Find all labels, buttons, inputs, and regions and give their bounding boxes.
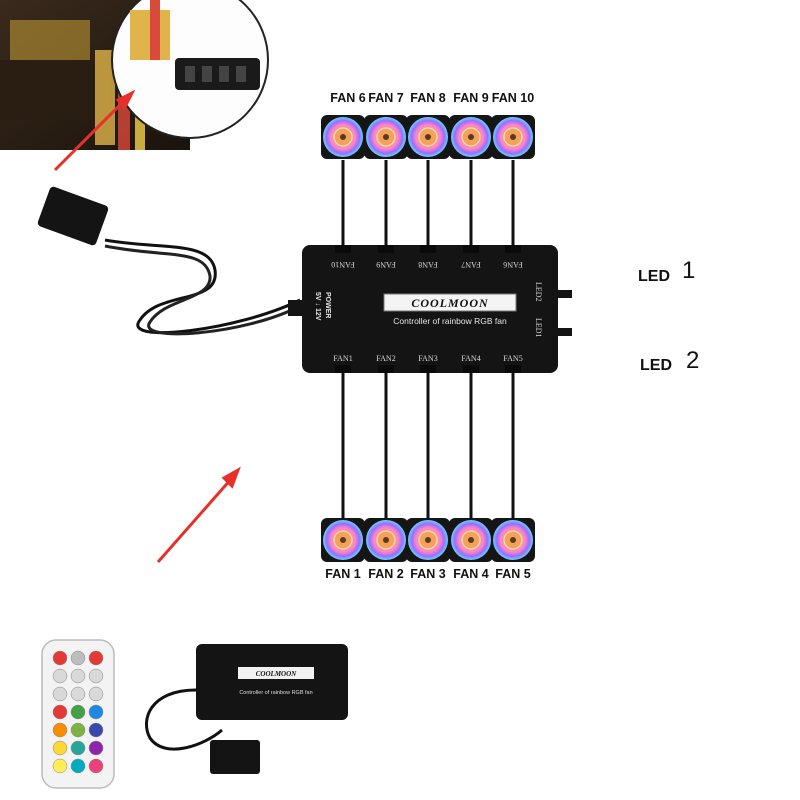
remote-button xyxy=(70,650,86,666)
remote-button xyxy=(52,650,68,666)
remote-button xyxy=(88,668,104,684)
port-label: FAN3 xyxy=(418,354,437,363)
port-led2: LED2 xyxy=(534,282,543,302)
led2-label: LED xyxy=(640,357,672,374)
led2-number: 2 xyxy=(686,347,699,374)
fans-bottom-row xyxy=(321,518,535,562)
fan-label: FAN 2 xyxy=(368,567,403,581)
rgb-fan-icon xyxy=(406,115,450,159)
fan-label: FAN 6 xyxy=(330,91,365,105)
port-label: FAN1 xyxy=(333,354,352,363)
rgb-fan-icon xyxy=(406,518,450,562)
rgb-fan-icon xyxy=(491,518,535,562)
rgb-fan-icon xyxy=(321,518,365,562)
rgb-fan-icon xyxy=(321,115,365,159)
led-strip-icon xyxy=(558,290,772,336)
mini-subtitle: Controller of rainbow RGB fan xyxy=(239,690,312,696)
fan-label: FAN 10 xyxy=(492,91,534,105)
port-label: FAN6 xyxy=(503,260,522,269)
remote-button xyxy=(70,758,86,774)
remote-button xyxy=(52,740,68,756)
port-label: FAN8 xyxy=(418,260,437,269)
remote-button xyxy=(88,758,104,774)
led1-number: 1 xyxy=(682,257,695,284)
controller-hub: COOLMOON Controller of rainbow RGB fan P… xyxy=(302,245,558,373)
red-arrow-icon xyxy=(53,89,241,563)
remote-button xyxy=(88,722,104,738)
fan-label: FAN 1 xyxy=(325,567,360,581)
port-label: FAN9 xyxy=(376,260,395,269)
remote-button xyxy=(88,686,104,702)
remote-button xyxy=(52,686,68,702)
port-label: FAN7 xyxy=(461,260,480,269)
led1-label: LED xyxy=(638,268,670,285)
port-led1: LED1 xyxy=(534,318,543,338)
port-label: FAN4 xyxy=(461,354,480,363)
rgb-fan-icon xyxy=(364,115,408,159)
fan-label: FAN 9 xyxy=(453,91,488,105)
remote-button xyxy=(70,686,86,702)
remote-button xyxy=(52,758,68,774)
fan-label: FAN 3 xyxy=(410,567,445,581)
remote-button xyxy=(70,668,86,684)
rgb-fan-icon xyxy=(449,518,493,562)
brand-label: COOLMOON xyxy=(411,296,489,310)
mini-brand-label: COOLMOON xyxy=(256,670,297,678)
port-label: FAN5 xyxy=(503,354,522,363)
remote-button xyxy=(70,722,86,738)
controller-subtitle: Controller of rainbow RGB fan xyxy=(393,316,507,326)
remote-button xyxy=(52,722,68,738)
mini-controller-image: COOLMOON Controller of rainbow RGB fan xyxy=(145,644,348,774)
remote-button xyxy=(70,740,86,756)
molex-cable xyxy=(37,186,301,336)
fan-labels-bottom: FAN 1 FAN 2 FAN 3 FAN 4 FAN 5 xyxy=(325,567,530,581)
remote-button xyxy=(70,704,86,720)
molex-plug-icon xyxy=(37,186,109,246)
remote-control-icon xyxy=(41,639,115,789)
fan-label: FAN 7 xyxy=(368,91,403,105)
psu-image xyxy=(0,0,269,150)
rgb-fan-icon xyxy=(449,115,493,159)
power-spec: 5V ↓ 12V xyxy=(314,292,321,321)
fans-top-row xyxy=(321,115,535,159)
remote-button xyxy=(88,650,104,666)
rgb-fan-icon xyxy=(364,518,408,562)
power-label: POWER xyxy=(324,292,331,318)
fan-label: FAN 5 xyxy=(495,567,530,581)
remote-button xyxy=(52,668,68,684)
rgb-fan-icon xyxy=(491,115,535,159)
fan-label: FAN 8 xyxy=(410,91,445,105)
port-label: FAN10 xyxy=(331,260,354,269)
remote-button xyxy=(88,740,104,756)
port-label: FAN2 xyxy=(376,354,395,363)
fan-label: FAN 4 xyxy=(453,567,488,581)
remote-button xyxy=(88,704,104,720)
remote-button xyxy=(52,704,68,720)
